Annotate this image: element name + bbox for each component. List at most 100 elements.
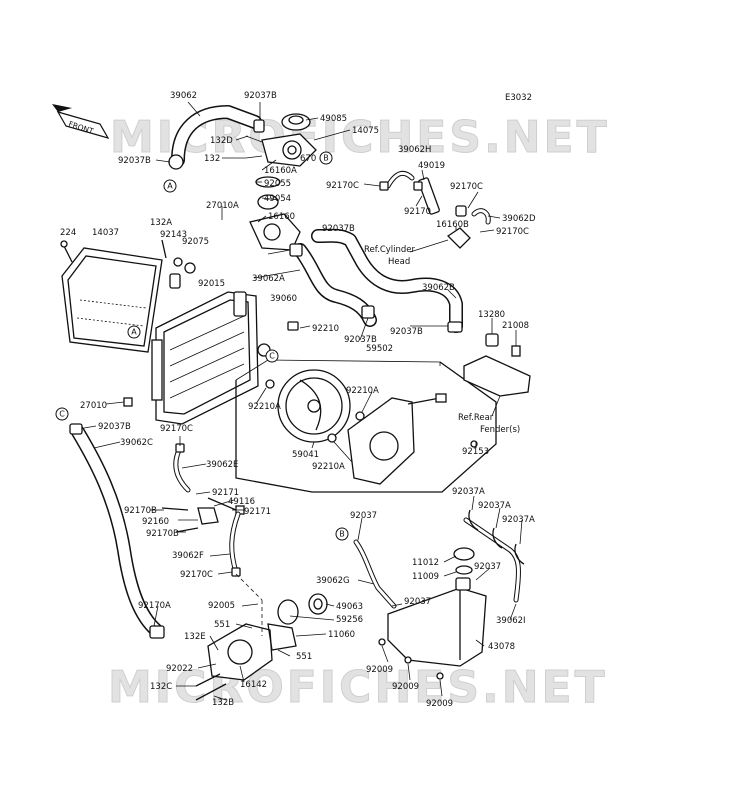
collar-92210a-3 [355, 411, 365, 421]
note-ref-rear-fenders-2: Fender(s) [480, 425, 520, 435]
part-label: 21008 [502, 321, 529, 331]
part-label: 13280 [478, 310, 505, 320]
part-label: 16160B [436, 220, 469, 230]
part-label: 92037A [502, 515, 535, 525]
part-label: 551 [296, 652, 312, 662]
hose-39062e [173, 443, 191, 493]
radiator-screen-14037 [61, 247, 163, 353]
part-label: 92037 [350, 511, 377, 521]
hose-39062h [379, 170, 415, 191]
radiator-39060 [151, 291, 271, 425]
part-label: 92022 [166, 664, 193, 674]
part-label: 39062I [496, 616, 526, 626]
callout-a-top: A [163, 179, 177, 193]
collar-92210a-1 [265, 379, 275, 389]
part-label: 92171 [212, 488, 239, 498]
callout-c-radiator: C [265, 349, 279, 363]
bolt-92009-1 [378, 638, 386, 646]
part-label: 92037A [452, 487, 485, 497]
part-label: 132B [212, 698, 234, 708]
part-label: 92075 [182, 237, 209, 247]
fan-motor-shroud [347, 393, 447, 485]
leader-lines [83, 101, 523, 701]
bolt-224 [60, 240, 73, 263]
part-label: 49019 [418, 161, 445, 171]
part-label: 11012 [412, 558, 439, 568]
svg-text:B: B [339, 530, 345, 539]
diagram-code: E3032 [505, 93, 532, 103]
note-ref-rear-fenders-1: Ref.Rear [458, 413, 494, 423]
joint-16160b [446, 227, 471, 249]
part-label: 11060 [328, 630, 355, 640]
part-label: 92170A [138, 601, 171, 611]
part-label: 49116 [228, 497, 255, 507]
part-label: 43078 [488, 642, 515, 652]
part-label: 92037A [478, 501, 511, 511]
part-label: 92170C [160, 424, 193, 434]
bolt-92009-3 [436, 672, 444, 680]
part-label: 92055 [264, 179, 291, 189]
part-label: 39062D [502, 214, 536, 224]
part-label: 39062G [316, 576, 350, 586]
grommet-92210 [287, 321, 299, 331]
part-label: 49063 [336, 602, 363, 612]
part-label: 132E [184, 632, 206, 642]
overflow-hose-39062g [353, 539, 397, 609]
part-label: 39062C [120, 438, 153, 448]
part-label: 39062H [398, 145, 431, 155]
part-label: 39062B [422, 283, 455, 293]
fan-assembly-box-59502 [235, 359, 497, 493]
hose-39062b [311, 228, 463, 333]
part-label: 92037B [118, 156, 151, 166]
part-label: 132 [204, 154, 220, 164]
part-label: 92170B [146, 529, 179, 539]
clamp-92170a [149, 625, 165, 639]
part-label: 92170 [404, 207, 431, 217]
bolt-132a [161, 239, 196, 274]
part-label: 16160 [268, 212, 295, 222]
part-label: 14075 [352, 126, 379, 136]
part-label: 39062 [170, 91, 197, 101]
clamp-92170b [161, 507, 199, 533]
part-label: 92015 [198, 279, 225, 289]
callout-c-lower: C [55, 407, 69, 421]
part-label: 92170C [450, 182, 483, 192]
fan-switch-27010 [123, 397, 133, 407]
part-label: 132D [210, 136, 233, 146]
part-label: 39062E [206, 460, 238, 470]
part-label: 92037 [404, 597, 431, 607]
part-label: 92171 [244, 507, 271, 517]
fan-blade-59041 [277, 369, 351, 443]
bracket-92015 [169, 273, 181, 289]
part-label: 49054 [264, 194, 291, 204]
collar-92210a-2 [327, 433, 337, 443]
svg-text:A: A [167, 182, 173, 191]
clamp-92037b-low [361, 305, 375, 319]
part-label: 92037B [244, 91, 277, 101]
part-label: 92210A [346, 386, 379, 396]
impeller-59256 [277, 593, 328, 625]
bolt-92009-2 [404, 656, 412, 664]
part-label: 92210A [248, 402, 281, 412]
part-label: 92210 [312, 324, 339, 334]
callout-a-radiator: A [127, 325, 141, 339]
part-label: 92170C [496, 227, 529, 237]
part-label: 59256 [336, 615, 363, 625]
part-label: 92160 [142, 517, 169, 527]
part-label: 14037 [92, 228, 119, 238]
part-label: 92037B [98, 422, 131, 432]
part-label: 92170C [326, 181, 359, 191]
thermostat-housing [245, 113, 317, 167]
part-label: 132C [150, 682, 172, 692]
part-label: 92005 [208, 601, 235, 611]
part-labels: 39062 92037B 49085 14075 132D 670 132 16… [60, 91, 536, 709]
part-label: 92037 [474, 562, 501, 572]
clamp-92037b-top [168, 119, 265, 170]
part-label: 16142 [240, 680, 267, 690]
front-arrow-icon: FRONT [52, 104, 110, 139]
clamp-92037b-mid [289, 243, 303, 257]
thermostat-case-16160 [249, 213, 301, 251]
callout-b-top: B [319, 151, 333, 165]
part-label: 551 [214, 620, 230, 630]
